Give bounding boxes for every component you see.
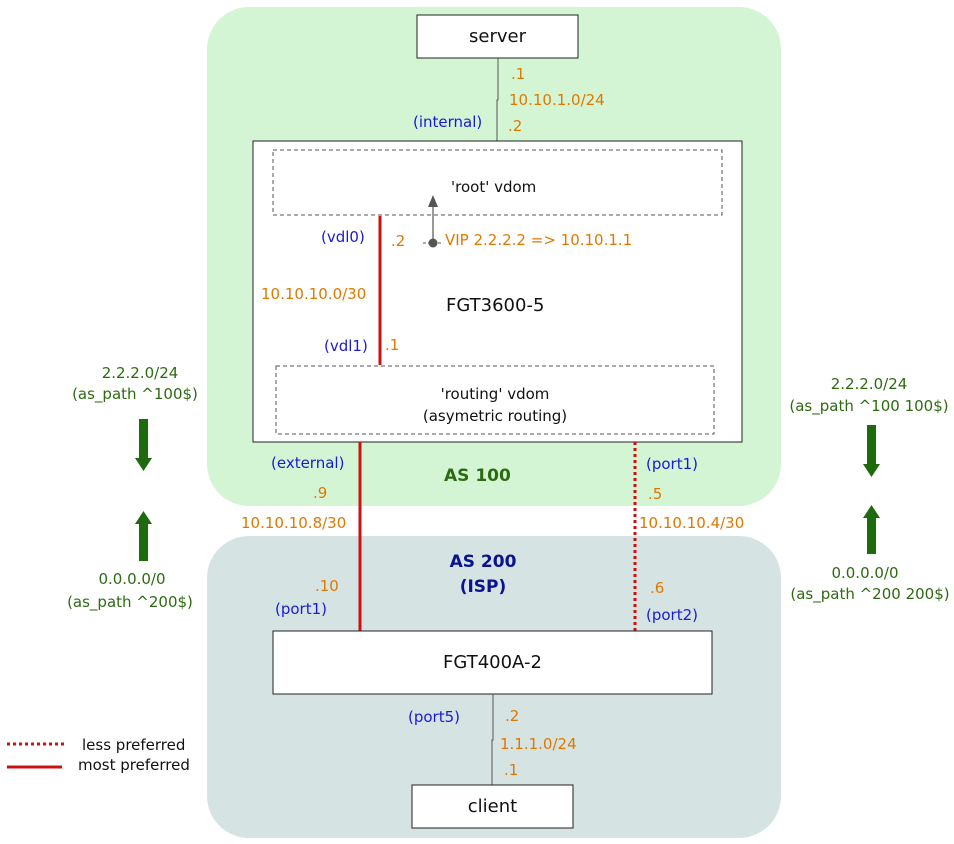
vdl-subnet: 10.10.10.0/30 xyxy=(261,285,367,303)
left-down-route-prefix: 2.2.2.0/24 xyxy=(101,364,179,382)
fgt3600-box xyxy=(252,140,743,443)
port1-subnet: 10.10.10.4/30 xyxy=(639,514,745,532)
client-label: client xyxy=(467,796,518,817)
port5-interface-label: (port5) xyxy=(408,708,460,726)
client-subnet: 1.1.1.0/24 xyxy=(500,735,577,753)
legend-less-preferred: less preferred xyxy=(82,736,186,754)
routing-vdom-label-1: 'routing' vdom xyxy=(440,385,550,403)
server-host-address: .1 xyxy=(511,65,526,83)
right-down-arrow-icon xyxy=(863,425,880,477)
right-up-route-prefix: 0.0.0.0/0 xyxy=(831,564,899,582)
port2-interface-label: (port2) xyxy=(646,606,698,624)
vip-mapping: VIP 2.2.2.2 => 10.10.1.1 xyxy=(445,231,633,249)
right-up-route-aspath: (as_path ^200 200$) xyxy=(790,585,950,603)
right-down-route-aspath: (as_path ^100 100$) xyxy=(789,397,949,415)
vdl1-host-address: .1 xyxy=(385,336,400,354)
port1-fgt3600-interface-label: (port1) xyxy=(646,455,698,473)
left-down-arrow-icon xyxy=(135,419,152,471)
external-interface-label: (external) xyxy=(271,454,345,472)
isp-port1-host-address: .10 xyxy=(315,577,339,595)
vdl0-interface-label: (vdl0) xyxy=(321,228,365,246)
internal-interface-label: (internal) xyxy=(413,113,483,131)
port5-host-address: .2 xyxy=(505,707,520,725)
client-host-address: .1 xyxy=(504,761,519,779)
root-vdom-box xyxy=(272,149,723,216)
left-up-arrow-icon xyxy=(135,511,152,561)
as200-label-1: AS 200 xyxy=(449,552,517,572)
internal-host-address: .2 xyxy=(508,117,523,135)
as200-label-2: (ISP) xyxy=(459,577,507,597)
vip-arrow-head-icon xyxy=(428,195,438,207)
port1-fgt400-interface-label: (port1) xyxy=(275,600,327,618)
port1-host-address: .5 xyxy=(648,485,663,503)
vdl1-interface-label: (vdl1) xyxy=(324,337,368,355)
root-vdom-label: 'root' vdom xyxy=(451,178,537,196)
fgt3600-label: FGT3600-5 xyxy=(446,295,545,316)
external-subnet: 10.10.10.8/30 xyxy=(241,514,347,532)
routing-vdom-label-2: (asymetric routing) xyxy=(422,407,568,425)
client-box xyxy=(411,784,574,829)
left-up-route-aspath: (as_path ^200$) xyxy=(67,593,193,611)
server-subnet: 10.10.1.0/24 xyxy=(509,91,605,109)
as100-label: AS 100 xyxy=(444,466,511,486)
server-box xyxy=(416,14,579,59)
vdl0-host-address: .2 xyxy=(391,232,406,250)
right-down-route-prefix: 2.2.2.0/24 xyxy=(830,375,908,393)
legend-most-preferred: most preferred xyxy=(78,756,190,774)
routing-vdom-box xyxy=(275,365,715,435)
left-up-route-prefix: 0.0.0.0/0 xyxy=(98,570,166,588)
left-down-route-aspath: (as_path ^100$) xyxy=(72,385,198,403)
external-host-address: .9 xyxy=(313,484,328,502)
server-label: server xyxy=(469,26,526,47)
port2-host-address: .6 xyxy=(650,579,665,597)
vip-dot-icon xyxy=(428,238,438,248)
fgt400a-label: FGT400A-2 xyxy=(443,652,542,673)
server-link xyxy=(496,58,499,141)
right-up-arrow-icon xyxy=(863,505,880,554)
client-link xyxy=(491,694,494,785)
